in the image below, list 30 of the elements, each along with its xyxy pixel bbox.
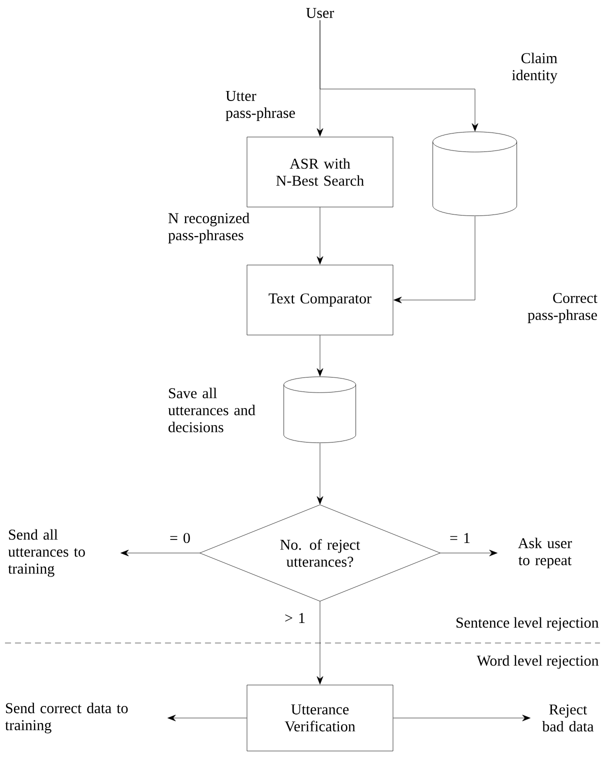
edge-label: N recognized pass-phrases	[168, 212, 250, 244]
node-caption: Save all utterances and decisions	[168, 388, 256, 432]
outcome-text: Send all utterances to training	[8, 529, 85, 577]
arrow	[394, 216, 476, 304]
process-box: Utterance Verification	[246, 684, 394, 752]
edge-label: Utter pass-phrase	[226, 91, 295, 122]
database-cylinder	[432, 132, 517, 216]
outcome-text: Ask user to repeat	[518, 538, 572, 568]
arrow	[316, 207, 324, 264]
edge-label: = 0	[170, 532, 190, 544]
outcome-text: Reject bad data	[542, 704, 594, 732]
process-box: Text Comparator	[246, 264, 394, 336]
edge-label: = 1	[450, 533, 470, 543]
source-text: User	[306, 8, 334, 18]
level-label: Word level rejection	[476, 655, 599, 669]
edge-label: Claim identity	[512, 52, 558, 84]
arrow	[320, 20, 478, 132]
process-box: ASR with N-Best Search	[246, 136, 394, 208]
database-cylinder	[284, 376, 356, 443]
arrow	[120, 550, 200, 556]
edge-label: Correct pass-phrase	[528, 292, 598, 324]
level-label: Sentence level rejection	[456, 617, 599, 631]
arrow	[316, 601, 324, 684]
arrow	[440, 550, 498, 556]
arrow	[316, 443, 324, 504]
edge-label: > 1	[285, 613, 305, 623]
arrow	[168, 714, 247, 722]
arrow	[316, 335, 324, 376]
arrow	[393, 714, 530, 722]
outcome-text: Send correct data to training	[5, 702, 128, 734]
